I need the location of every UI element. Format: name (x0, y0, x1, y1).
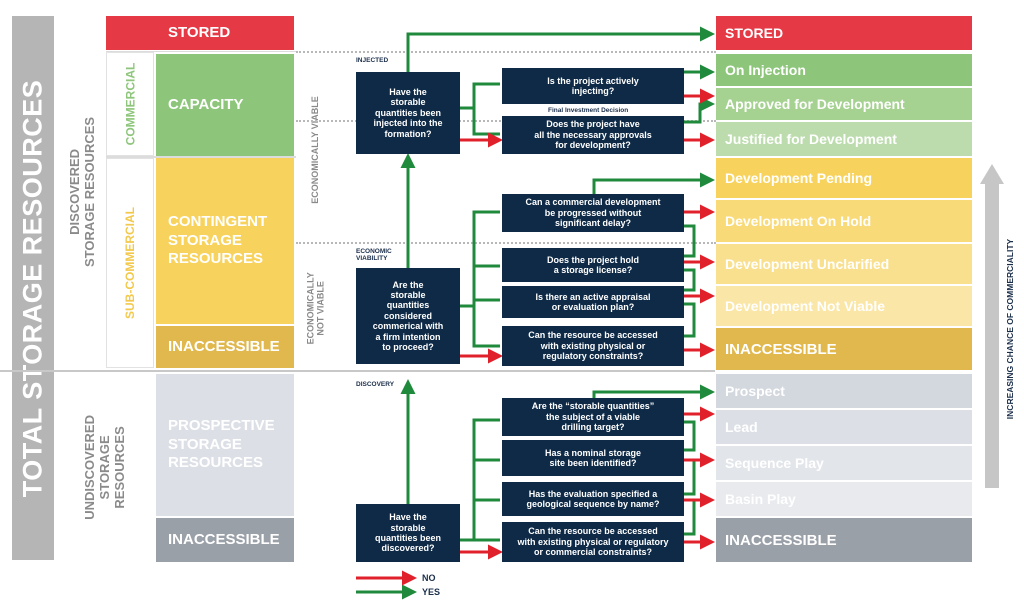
left-inaccessible-box-2: INACCESSIBLE (156, 518, 294, 562)
right-on-injection-box: On Injection (716, 54, 972, 86)
right-not-viable-box: Development Not Viable (716, 286, 972, 326)
left-stored-box: STORED (106, 16, 294, 50)
injected-stage-label: INJECTED (356, 57, 389, 64)
right-on-hold-box: Development On Hold (716, 200, 972, 242)
left-contingent-box: CONTINGENT STORAGE RESOURCES (156, 158, 294, 324)
left-prospective-box: PROSPECTIVE STORAGE RESOURCES (156, 374, 294, 516)
dotted-separator (296, 242, 716, 244)
right-stored-box: STORED (716, 16, 972, 50)
question-geological-sequence: Has the evaluation specified a geologica… (502, 482, 684, 516)
question-accessed-commercial: Can the resource be accessed with existi… (502, 522, 684, 562)
right-basin-play-box: Basin Play (716, 482, 972, 516)
right-prospect-box: Prospect (716, 374, 972, 408)
fid-label: Final Investment Decision (548, 107, 629, 114)
question-commercial-dev: Can a commercial development be progress… (502, 194, 684, 232)
question-injected: Have the storable quantities been inject… (356, 72, 460, 154)
right-justified-box: Justified for Development (716, 122, 972, 156)
question-commercial-intent: Are the storable quantities considered c… (356, 268, 460, 364)
commerciality-label: INCREASING CHANCE OF COMMERCIALITY (1005, 238, 1016, 420)
right-inaccessible-box-2: INACCESSIBLE (716, 518, 972, 562)
question-accessed-physical: Can the resource be accessed with existi… (502, 326, 684, 366)
legend-yes-label: YES (422, 587, 441, 597)
total-storage-resources-bar: TOTAL STORAGE RESOURCES (12, 16, 54, 560)
question-discovered: Have the storable quantities been discov… (356, 504, 460, 562)
question-approvals: Does the project have all the necessary … (502, 116, 684, 154)
commercial-column: COMMERCIAL (106, 52, 154, 156)
right-lead-box: Lead (716, 410, 972, 444)
legend-no-label: NO (422, 573, 436, 583)
question-drilling-target: Are the “storable quantities” the subjec… (502, 398, 684, 436)
question-appraisal-plan: Is there an active appraisal or evaluati… (502, 286, 684, 318)
question-storage-license: Does the project hold a storage license? (502, 248, 684, 282)
question-actively-injecting: Is the project actively injecting? (502, 68, 684, 104)
separator-line (0, 370, 715, 372)
right-pending-box: Development Pending (716, 158, 972, 198)
discovery-stage-label: DISCOVERY (356, 381, 395, 388)
economic-viability-stage-label: ECONOMIC VIABILITY (356, 248, 392, 263)
question-nominal-site: Has a nominal storage site been identifi… (502, 440, 684, 476)
separator-line (106, 156, 296, 158)
right-approved-box: Approved for Development (716, 88, 972, 120)
right-unclarified-box: Development Unclarified (716, 244, 972, 284)
left-inaccessible-box-1: INACCESSIBLE (156, 326, 294, 368)
right-inaccessible-box-1: INACCESSIBLE (716, 328, 972, 370)
dotted-separator (296, 51, 716, 53)
right-sequence-play-box: Sequence Play (716, 446, 972, 480)
subcommercial-column: SUB-COMMERCIAL (106, 158, 154, 368)
left-capacity-box: CAPACITY (156, 54, 294, 156)
separator-line (106, 51, 296, 52)
